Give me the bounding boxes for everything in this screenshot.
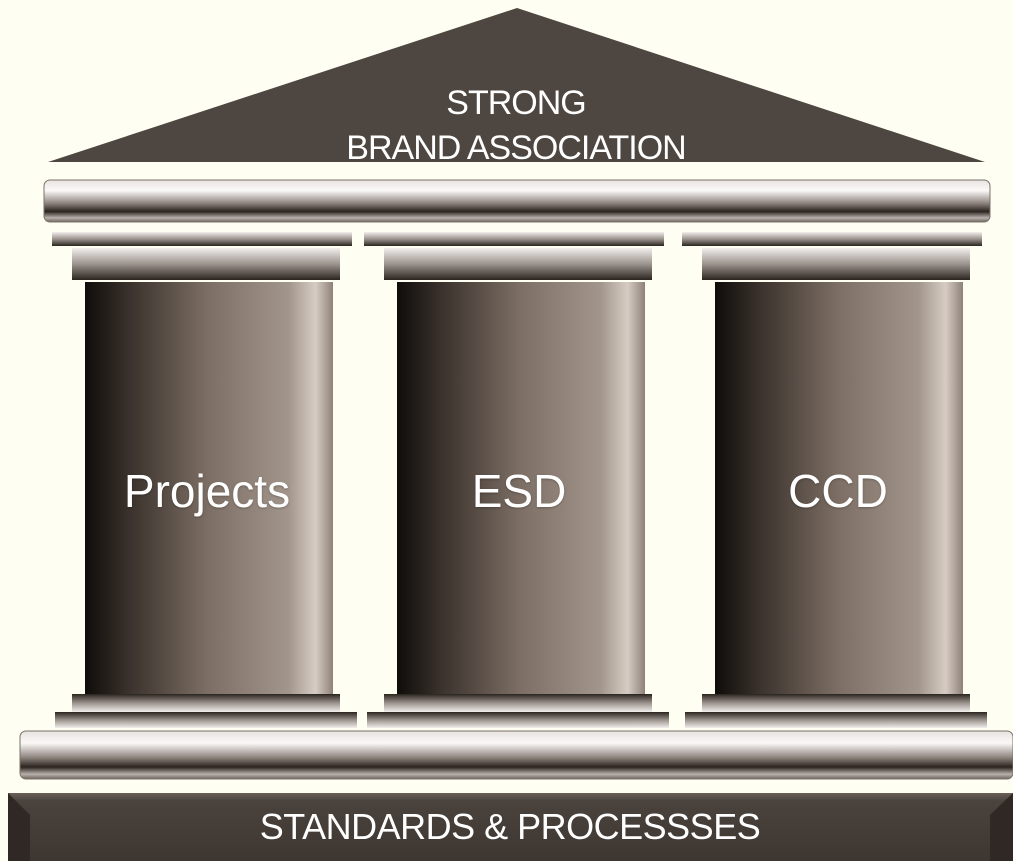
- pillar-projects: [52, 232, 357, 728]
- roof-triangle: [48, 8, 985, 162]
- pillar-ccd: [682, 232, 987, 728]
- pillar-capital-bottom: [702, 248, 970, 280]
- pillar-base-top: [72, 694, 340, 712]
- stylobate-slab: [19, 730, 1013, 780]
- foundation-block: [8, 793, 1013, 861]
- pillar-capital-top: [682, 232, 982, 246]
- pillar-shaft: [715, 282, 963, 694]
- pillar-label-projects: Projects: [123, 465, 291, 517]
- roof-title-line-1: STRONG: [446, 84, 586, 122]
- pillar-base-bottom: [367, 712, 669, 728]
- pillar-label-ccd: CCD: [788, 465, 888, 517]
- pillar-shaft: [397, 282, 645, 694]
- pillar-shaft: [85, 282, 333, 694]
- pillar-capital-top: [364, 232, 664, 246]
- architrave-slab: [43, 179, 991, 223]
- pillar-esd: [364, 232, 669, 728]
- foundation-label: STANDARDS & PROCESSSES: [259, 806, 761, 847]
- pillar-capital-bottom: [384, 248, 652, 280]
- pillar-base-bottom: [685, 712, 987, 728]
- pillar-base-top: [384, 694, 652, 712]
- pillar-base-bottom: [55, 712, 357, 728]
- pillar-base-top: [702, 694, 970, 712]
- roof-title-line-2: BRAND ASSOCIATION: [346, 129, 686, 167]
- pillar-label-esd: ESD: [471, 465, 567, 517]
- pillar-capital-top: [52, 232, 352, 246]
- pillar-capital-bottom: [72, 248, 340, 280]
